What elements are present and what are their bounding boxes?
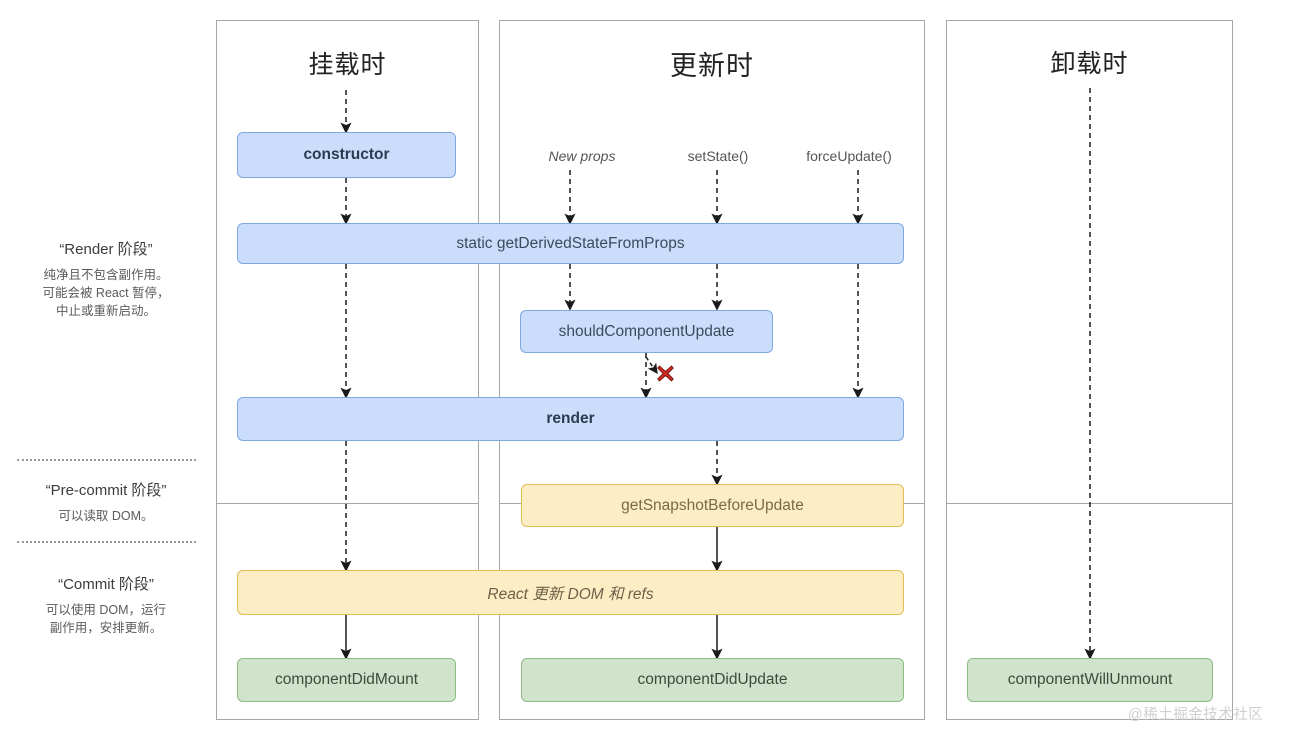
phase-desc-render-line2: 可能会被 React 暂停， xyxy=(42,286,170,300)
column-title-unmount: 卸载时 xyxy=(1050,50,1129,78)
phase-desc-render-line3: 中止或重新启动。 xyxy=(55,304,156,318)
column-title-update: 更新时 xyxy=(670,51,754,81)
box-should-component-update[interactable]: shouldComponentUpdate xyxy=(520,310,773,353)
red-cross-icon xyxy=(657,365,674,382)
phase-block-commit: “Commit 阶段” 可以使用 DOM，运行 副作用，安排更新。 xyxy=(0,573,212,637)
mount-panel xyxy=(216,20,479,720)
phase-title-render: “Render 阶段” xyxy=(59,241,153,258)
box-component-will-unmount[interactable]: componentWillUnmount xyxy=(967,658,1213,702)
unmount-panel-phase-divider xyxy=(946,503,1233,504)
box-render[interactable]: render xyxy=(237,397,904,441)
box-get-snapshot-before-update[interactable]: getSnapshotBeforeUpdate xyxy=(521,484,904,527)
phase-title-precommit: “Pre-commit 阶段” xyxy=(45,482,167,499)
trigger-label-set-state: setState() xyxy=(687,148,749,164)
mount-panel-phase-divider xyxy=(216,503,479,504)
box-component-did-mount[interactable]: componentDidMount xyxy=(237,658,456,702)
phase-title-commit: “Commit 阶段” xyxy=(58,576,154,593)
box-react-updates-dom[interactable]: React 更新 DOM 和 refs xyxy=(237,570,904,615)
trigger-label-force-update: forceUpdate() xyxy=(806,148,892,164)
phase-block-render: “Render 阶段” 纯净且不包含副作用。 可能会被 React 暂停， 中止… xyxy=(0,238,212,320)
watermark-label: @稀土掘金技术社区 xyxy=(1128,707,1264,723)
phase-block-precommit: “Pre-commit 阶段” 可以读取 DOM。 xyxy=(0,479,212,525)
phase-desc-precommit-line1: 可以读取 DOM。 xyxy=(58,509,154,523)
phase-desc-commit-line1: 可以使用 DOM，运行 xyxy=(45,603,167,617)
column-title-mount: 挂载时 xyxy=(308,51,387,79)
phase-separator-top xyxy=(17,459,196,461)
trigger-label-new-props: New props xyxy=(548,148,616,164)
phase-desc-commit-line2: 副作用，安排更新。 xyxy=(49,621,163,635)
box-constructor[interactable]: constructor xyxy=(237,132,456,178)
unmount-panel xyxy=(946,20,1233,720)
box-component-did-update[interactable]: componentDidUpdate xyxy=(521,658,904,702)
phase-separator-bottom xyxy=(17,541,196,543)
update-panel xyxy=(499,20,925,720)
box-get-derived-state-from-props[interactable]: static getDerivedStateFromProps xyxy=(237,223,904,264)
phase-desc-render-line1: 纯净且不包含副作用。 xyxy=(43,268,169,282)
